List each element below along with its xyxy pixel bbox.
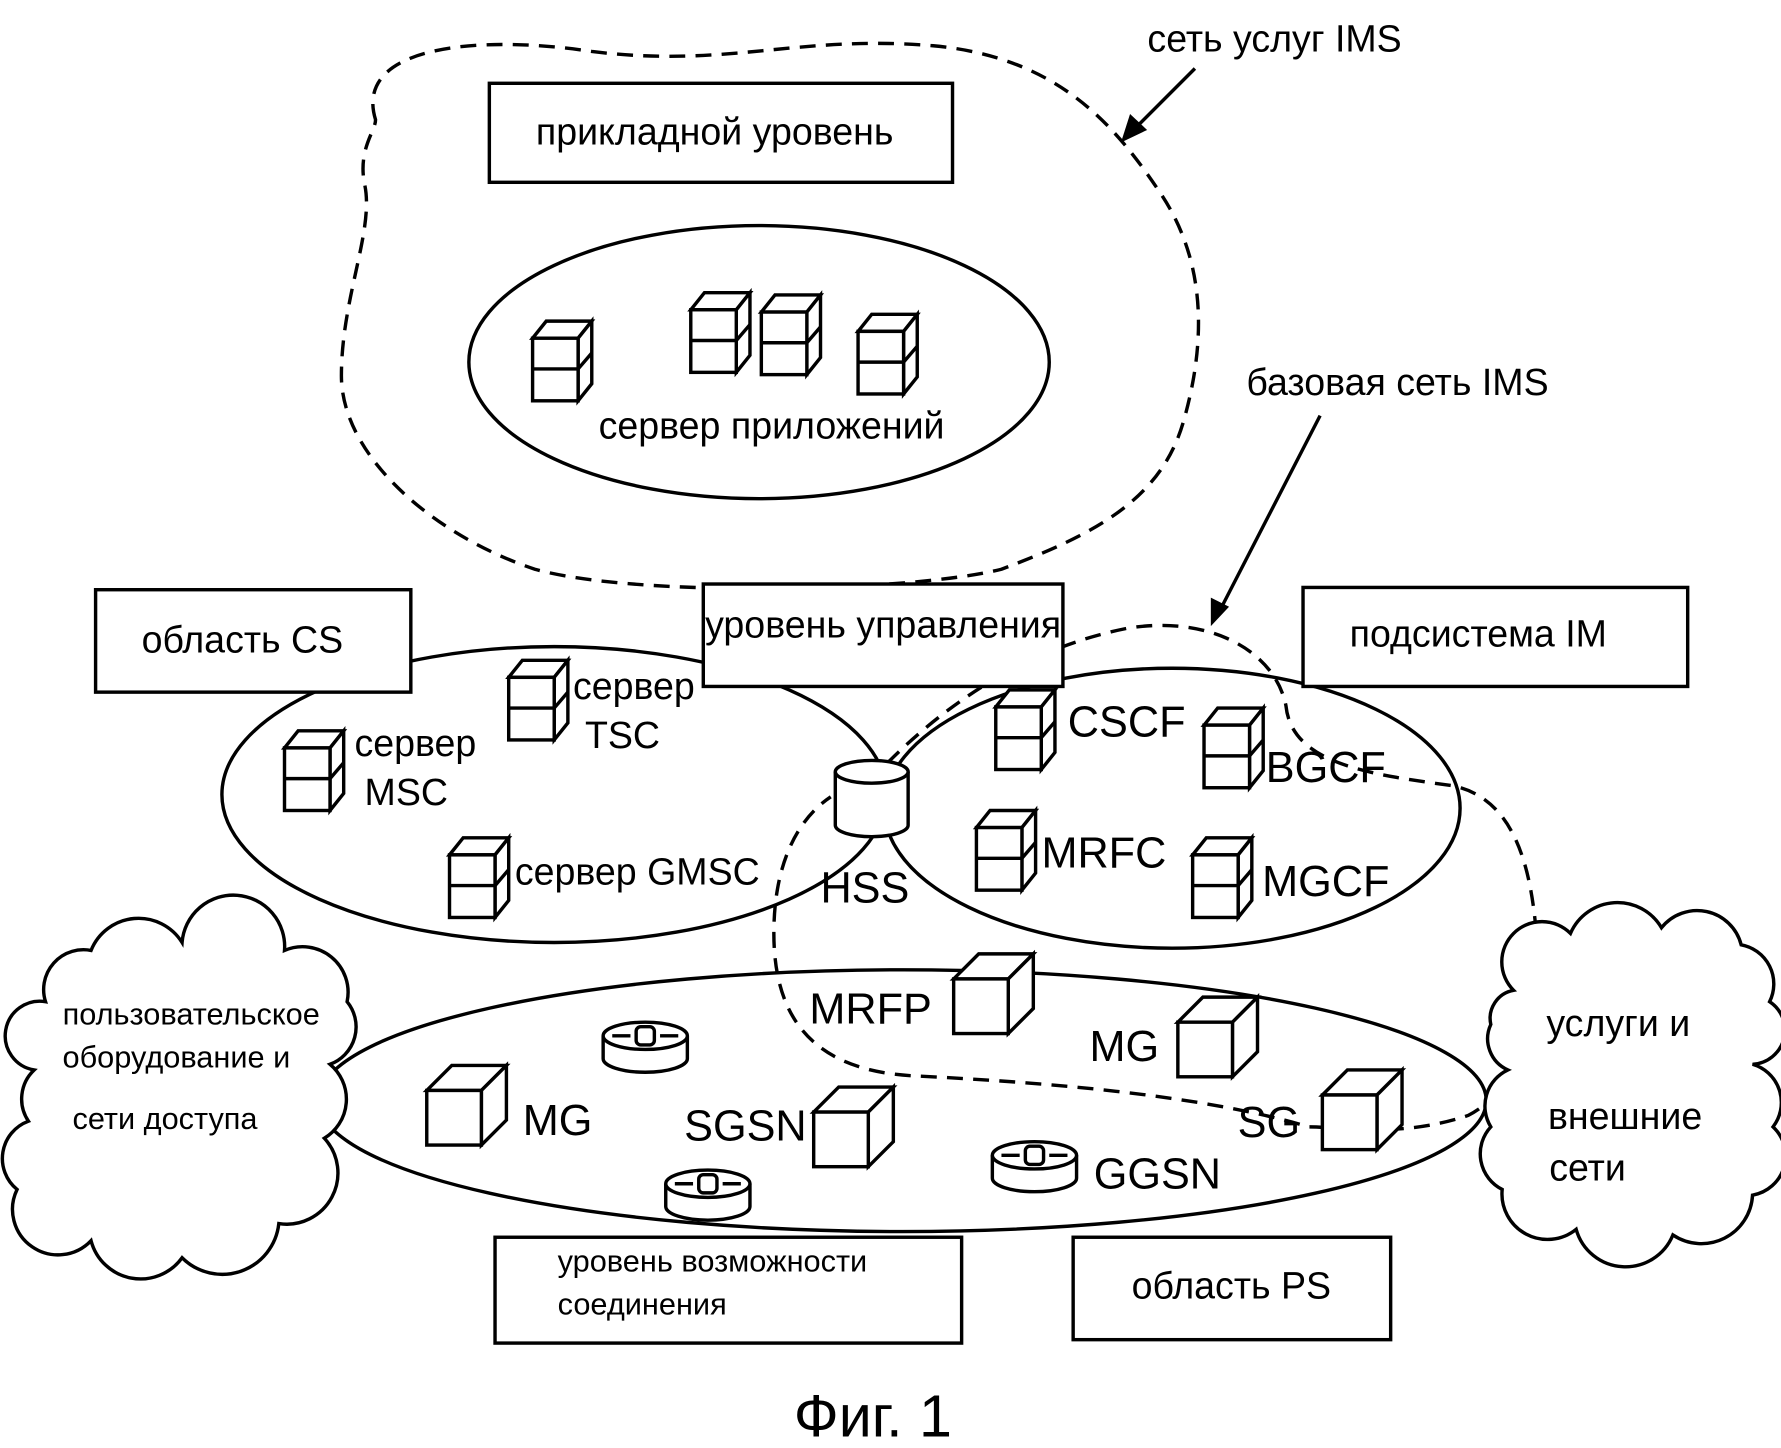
connectivity-layer-box bbox=[493, 1235, 964, 1345]
sg-icon bbox=[1320, 1068, 1404, 1152]
mg-label: MG bbox=[1090, 1023, 1160, 1071]
mg-label: MG bbox=[523, 1097, 593, 1145]
sgsn-label: SGSN bbox=[684, 1103, 807, 1151]
ps-domain-label: область PS bbox=[1132, 1265, 1332, 1307]
ims-service-network-boundary bbox=[339, 41, 1201, 591]
msc-server-icon bbox=[282, 729, 346, 813]
hss-label: HSS bbox=[820, 865, 909, 913]
ggsn-label: GGSN bbox=[1094, 1150, 1221, 1198]
cscf-icon bbox=[994, 688, 1057, 772]
bgcf-icon bbox=[1202, 706, 1265, 790]
connectivity-layer-label: уровень возможности bbox=[558, 1243, 868, 1278]
user-equipment-label: сети доступа bbox=[72, 1101, 258, 1136]
server-icon bbox=[689, 290, 752, 375]
hss-database-icon bbox=[833, 758, 910, 839]
arrow-icon bbox=[1120, 67, 1197, 143]
cs-domain-label: область CS bbox=[142, 618, 344, 660]
external-networks-label: сети bbox=[1549, 1146, 1626, 1188]
ims-service-network-label: сеть услуг IMS bbox=[1147, 17, 1401, 59]
cscf-label: CSCF bbox=[1068, 699, 1186, 747]
im-subsystem-box bbox=[1301, 585, 1690, 689]
router-icon bbox=[664, 1168, 752, 1222]
mrfc-label: MRFC bbox=[1041, 829, 1166, 877]
bgcf-label: BGCF bbox=[1266, 744, 1386, 792]
server-icon bbox=[856, 312, 919, 396]
server-icon bbox=[759, 293, 823, 377]
msc-server-label: сервер bbox=[354, 722, 476, 764]
tsc-server-icon bbox=[506, 658, 570, 742]
external-networks-label: услуги и bbox=[1546, 1002, 1690, 1044]
sgsn-icon bbox=[811, 1085, 896, 1169]
mg-icon bbox=[425, 1063, 509, 1147]
sg-label: SG bbox=[1238, 1099, 1300, 1147]
tsc-server-label: сервер bbox=[573, 665, 695, 707]
router-icon bbox=[601, 1020, 690, 1074]
application-layer-box bbox=[487, 81, 955, 185]
cs-domain-box bbox=[93, 588, 413, 694]
external-networks-label: внешние bbox=[1548, 1095, 1702, 1137]
control-layer-label: уровень управления bbox=[705, 604, 1061, 646]
msc-server-label: MSC bbox=[365, 771, 448, 813]
mgcf-label: MGCF bbox=[1262, 858, 1389, 906]
gmsc-server-icon bbox=[447, 836, 511, 920]
application-server-ellipse bbox=[467, 223, 1051, 501]
mrfc-icon bbox=[974, 808, 1038, 892]
mrfp-label: MRFP bbox=[809, 985, 931, 1033]
ggsn-router-icon bbox=[990, 1139, 1079, 1194]
figure-caption: Фиг. 1 bbox=[794, 1382, 952, 1448]
ims-core-network-label: базовая сеть IMS bbox=[1246, 361, 1548, 403]
im-subsystem-label: подсистема IM bbox=[1350, 613, 1607, 655]
gmsc-server-label: сервер GMSC bbox=[515, 850, 760, 892]
application-server-label: сервер приложений bbox=[599, 404, 945, 446]
server-icon bbox=[530, 319, 594, 403]
ps-domain-box bbox=[1071, 1235, 1393, 1342]
user-equipment-label: оборудование и bbox=[62, 1040, 290, 1075]
control-layer-box bbox=[701, 582, 1065, 689]
user-equipment-label: пользовательское bbox=[63, 996, 320, 1031]
mrfp-icon bbox=[951, 952, 1036, 1036]
mg-icon bbox=[1176, 995, 1260, 1079]
tsc-server-label: TSC bbox=[585, 714, 660, 756]
connectivity-layer-label: соединения bbox=[558, 1287, 727, 1322]
external-networks-cloud bbox=[1478, 900, 1781, 1269]
application-layer-label: прикладной уровень bbox=[536, 111, 894, 153]
user-equipment-cloud bbox=[0, 893, 358, 1281]
mgcf-icon bbox=[1190, 836, 1254, 920]
arrow-icon bbox=[1210, 414, 1322, 627]
